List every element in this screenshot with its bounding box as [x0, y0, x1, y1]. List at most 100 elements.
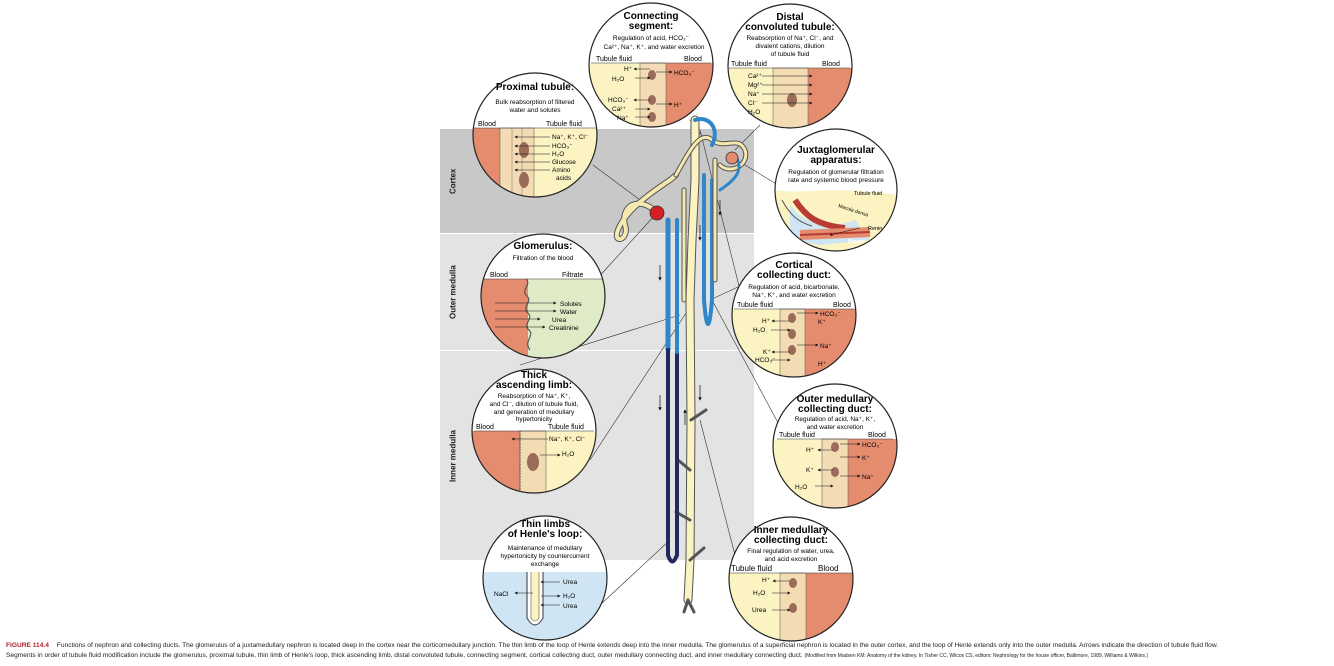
connector-lines — [519, 119, 791, 606]
omcd-desc: and water excretion — [807, 424, 864, 431]
inner-medullary-collecting-duct-panel: Inner medullary collecting duct: Final r… — [728, 516, 854, 642]
omcd-title: collecting duct: — [798, 404, 872, 415]
tal-title: ascending limb: — [496, 380, 572, 391]
jga-item: Blood — [848, 239, 864, 245]
connecting-desc: Ca²⁺, Na⁺, K⁺, and water excretion — [604, 44, 705, 51]
connecting-item: HCO₃⁻ — [674, 70, 695, 77]
nephron-structure — [613, 115, 749, 614]
omcd-desc: Regulation of acid, Na⁺, K⁺, — [795, 416, 876, 423]
distal-right-label: Blood — [822, 61, 840, 68]
proximal-item: Amino — [552, 167, 571, 174]
imcd-item: H₂O — [753, 590, 765, 597]
thin-limbs-panel: Thin limbs of Henle's loop: Maintenance … — [482, 515, 608, 641]
distal-left-label: Tubule fluid — [731, 61, 767, 68]
thin-desc: exchange — [531, 561, 560, 568]
ccd-item: H⁺ — [762, 318, 771, 325]
jga-desc: rate and systemic blood pressure — [788, 177, 884, 184]
connecting-segment-panel: Connecting segment: Regulation of acid, … — [588, 2, 714, 128]
ccd-title: Cortical — [775, 260, 812, 271]
distal-item: Na⁺ — [748, 91, 760, 98]
ccd-item: H⁺ — [818, 361, 827, 368]
jga-item: Renin — [868, 226, 882, 232]
distal-item: Cl⁻ — [748, 100, 758, 107]
caption-line-1: FIGURE 114.4 Functions of nephron and col… — [6, 641, 1326, 651]
figure-caption: FIGURE 114.4 Functions of nephron and col… — [6, 641, 1326, 661]
omcd-item: K⁺ — [862, 455, 870, 462]
omcd-item: HCO₃⁻ — [862, 442, 883, 449]
figure-number: FIGURE 114.4 — [6, 642, 49, 649]
outer-medullary-collecting-duct-panel: Outer medullary collecting duct: Regulat… — [772, 383, 898, 509]
glomerulus-item: Creatinine — [549, 325, 579, 332]
cortical-collecting-duct-panel: Cortical collecting duct: Regulation of … — [731, 252, 857, 378]
tal-desc: hypertonicity — [516, 416, 553, 423]
proximal-desc: water and solutes — [509, 107, 562, 114]
connecting-item: HCO₃⁻ — [608, 97, 629, 104]
ccd-left-label: Tubule fluid — [737, 302, 773, 309]
ccd-item: HCO₃⁻ — [755, 357, 776, 364]
proximal-right-label: Tubule fluid — [546, 121, 582, 128]
distal-desc: divalent cations, dilution — [755, 43, 824, 50]
ccd-desc: Regulation of acid, bicarbonate, — [748, 284, 840, 291]
glomerulus-left-label: Blood — [490, 272, 508, 279]
imcd-title: Inner medullary — [754, 525, 829, 536]
juxtaglomerular-panel: Juxtaglomerular apparatus: Regulation of… — [774, 128, 898, 252]
proximal-title: Proximal tubule: — [496, 82, 574, 93]
distal-item: H₂O — [748, 109, 760, 116]
distal-item: Ca²⁺ — [748, 73, 762, 80]
tal-right-label: Tubule fluid — [548, 424, 584, 431]
thin-desc: hypertonicity by countercurrent — [501, 553, 590, 560]
superficial-glomerulus — [725, 151, 739, 165]
imcd-right-label: Blood — [818, 564, 838, 573]
juxtamedullary-glomerulus — [649, 205, 665, 221]
imcd-title: collecting duct: — [754, 535, 828, 546]
thick-ascending-limb-panel: Thick ascending limb: Reabsorption of Na… — [471, 368, 597, 494]
thin-item: H₂O — [563, 593, 575, 600]
ccd-item: K⁺ — [818, 319, 826, 326]
ccd-item: Na⁺ — [820, 343, 832, 350]
connecting-desc: Regulation of acid, HCO₃⁻ — [613, 35, 690, 42]
ccd-item: HCO₃⁻ — [820, 311, 841, 318]
glomerulus-right-label: Filtrate — [562, 272, 584, 279]
tal-desc: and Cl⁻, dilution of tubule fluid, — [490, 401, 579, 408]
jga-item: Tubule fluid — [854, 191, 882, 197]
distal-title: convoluted tubule: — [745, 22, 834, 33]
thin-item: Urea — [563, 579, 577, 586]
proximal-left-label: Blood — [478, 121, 496, 128]
jga-title: apparatus: — [810, 155, 861, 166]
caption-text: Functions of nephron and collecting duct… — [56, 642, 1219, 649]
omcd-item: H₂O — [795, 484, 807, 491]
distal-desc: of tubule fluid — [771, 51, 810, 58]
proximal-item: H₂O — [552, 151, 564, 158]
omcd-left-label: Tubule fluid — [779, 432, 815, 439]
thin-item: NaCl — [494, 591, 509, 598]
imcd-desc: and acid excretion — [765, 556, 818, 563]
omcd-right-label: Blood — [868, 432, 886, 439]
connecting-right-label: Blood — [684, 56, 702, 63]
tal-item: H₂O — [562, 451, 574, 458]
connecting-title: Connecting — [624, 11, 679, 22]
caption-text: Segments in order of tubule fluid modifi… — [6, 651, 803, 659]
flow-arrows — [658, 200, 722, 425]
tal-desc: Reabsorption of Na⁺, K⁺, — [498, 393, 571, 400]
glomerulus-item: Water — [560, 309, 578, 316]
connecting-item: H⁺ — [674, 102, 683, 109]
ccd-item: H₂O — [753, 327, 765, 334]
distal-desc: Reabsorption of Na⁺, Cl⁻, and — [746, 35, 833, 42]
tal-title: Thick — [521, 370, 548, 381]
connecting-title: segment: — [629, 21, 673, 32]
connecting-item: Na⁺ — [617, 115, 629, 122]
tal-item: Na⁺, K⁺, Cl⁻ — [549, 436, 586, 443]
distal-tubule-panel: Distal convoluted tubule: Reabsorption o… — [727, 3, 853, 129]
thin-title: of Henle's loop: — [508, 529, 583, 540]
ccd-right-label: Blood — [833, 302, 851, 309]
proximal-item: Glucose — [552, 159, 576, 166]
proximal-item: Na⁺, K⁺, Cl⁻ — [552, 134, 589, 141]
imcd-item: Urea — [752, 607, 766, 614]
distal-item: Mg²⁺ — [748, 82, 763, 89]
caption-credit: (Modified from Madsen KM: Anatomy of the… — [804, 652, 1149, 659]
imcd-desc: Final regulation of water, urea, — [747, 548, 835, 555]
thin-title: Thin limbs — [520, 519, 570, 530]
proximal-tubule-panel: Proximal tubule: Bulk reabsorption of fi… — [472, 72, 598, 198]
proximal-nucleus — [519, 172, 529, 188]
